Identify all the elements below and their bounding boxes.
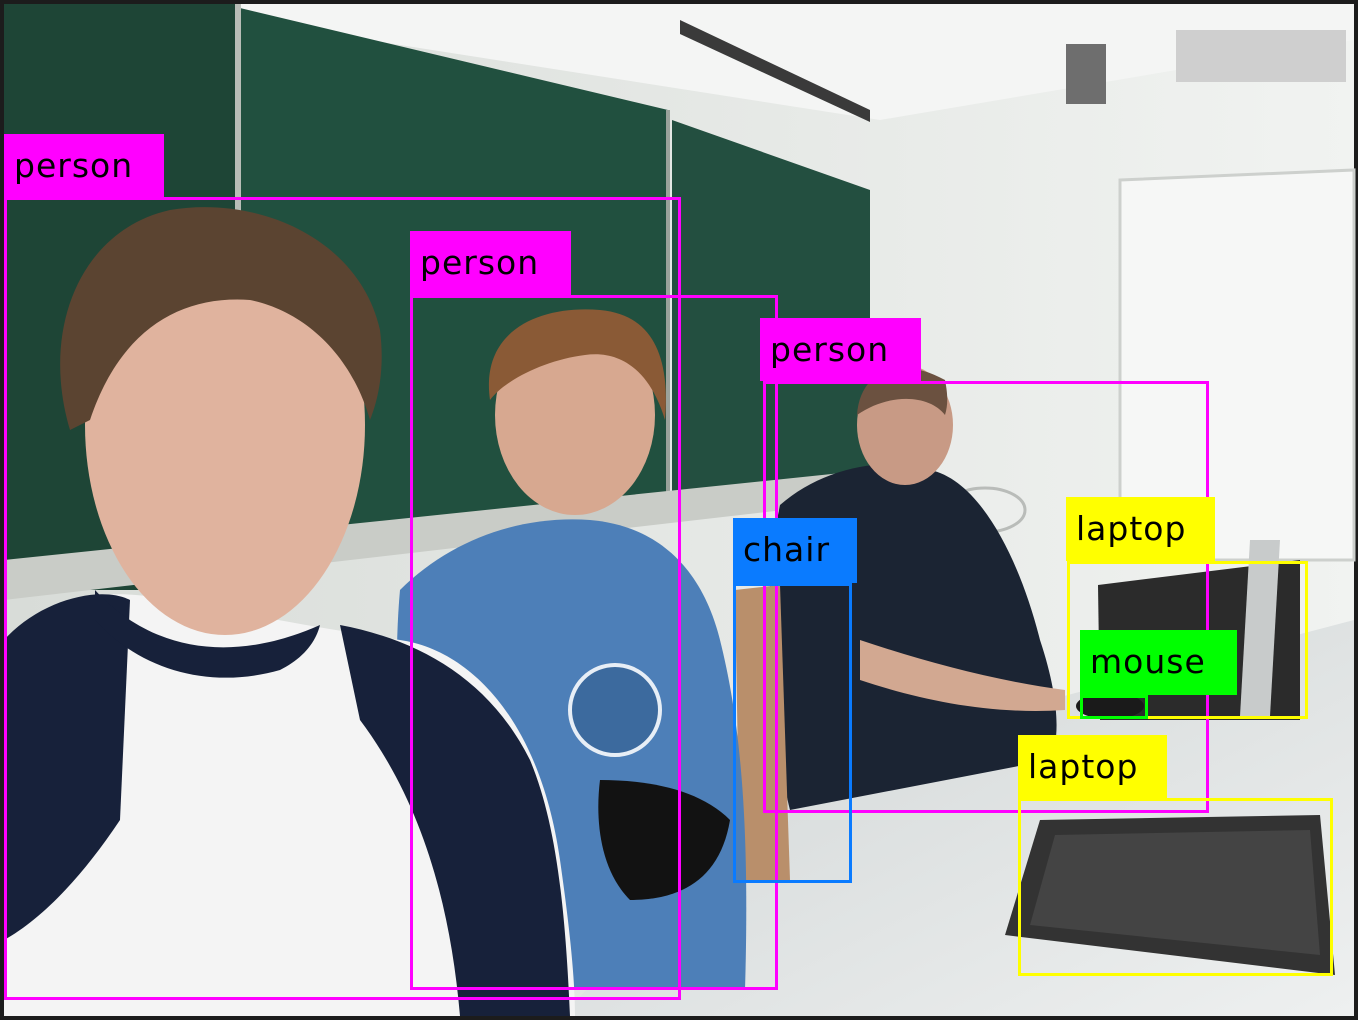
- laptop-detection-label: laptop: [1066, 497, 1215, 561]
- person-detection-label: person: [4, 134, 164, 197]
- person-detection-label: person: [410, 231, 571, 295]
- laptop-detection-label: laptop: [1018, 735, 1167, 798]
- person-detection-label: person: [760, 318, 921, 381]
- chair-detection-label: chair: [733, 518, 857, 583]
- mouse-detection-label: mouse: [1080, 630, 1237, 695]
